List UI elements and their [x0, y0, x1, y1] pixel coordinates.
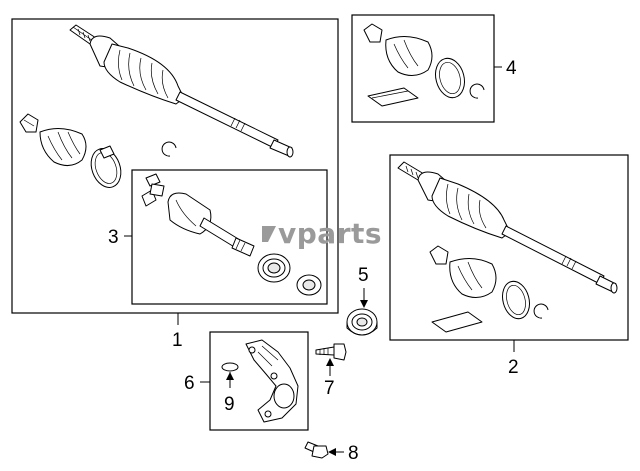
boot-clamp-small-2	[429, 245, 449, 265]
callout-7: 7	[324, 378, 335, 399]
callout-6: 6	[184, 373, 195, 394]
callout-2: 2	[508, 357, 519, 378]
frame-inner-joint-3	[131, 169, 328, 305]
boot-clamp-large-2	[502, 280, 530, 320]
snap-ring-4	[469, 83, 485, 99]
o-ring-9	[221, 362, 239, 372]
callout-5: 5	[358, 265, 369, 286]
arrow-5	[360, 300, 368, 308]
callout-3: 3	[108, 227, 119, 248]
frame-assembly-2	[389, 154, 629, 341]
axle-shaft-1	[69, 24, 294, 158]
axle-shaft-2	[397, 161, 618, 294]
tripod-spider-3	[141, 173, 165, 207]
snap-ring-2	[533, 303, 549, 319]
frame-boot-kit-4	[351, 14, 495, 123]
boot-clamp-small-4	[363, 23, 383, 43]
inner-housing-3	[167, 192, 255, 257]
callout-1: 1	[172, 330, 183, 351]
callout-4: 4	[506, 58, 517, 79]
arrow-7	[326, 358, 334, 366]
boot-clamp-large-1	[90, 145, 122, 188]
arrow-8	[328, 448, 336, 456]
dust-seal-3	[296, 274, 322, 296]
watermark: vparts	[262, 217, 382, 250]
callout-8: 8	[348, 443, 359, 464]
bolt-7	[315, 343, 347, 361]
watermark-text: vparts	[278, 217, 382, 250]
watermark-logo-icon	[262, 226, 276, 242]
callout-9: 9	[224, 394, 235, 415]
snap-ring-1	[161, 141, 177, 157]
bearing-hub-3	[257, 253, 291, 283]
frame-bracket-6	[209, 331, 309, 431]
arrow-9	[226, 372, 234, 380]
frame-assembly-1	[11, 18, 339, 314]
grease-packet-4	[367, 87, 419, 107]
boot-clamp-small-1	[19, 113, 39, 133]
boot-inner-1	[39, 128, 87, 166]
grease-packet-2	[431, 311, 483, 333]
bearing-5	[346, 308, 378, 336]
bolt-8	[304, 441, 329, 459]
boot-4	[385, 36, 433, 76]
bracket-6	[245, 339, 299, 423]
boot-clamp-large-4	[435, 57, 465, 99]
boot-2	[449, 258, 497, 298]
